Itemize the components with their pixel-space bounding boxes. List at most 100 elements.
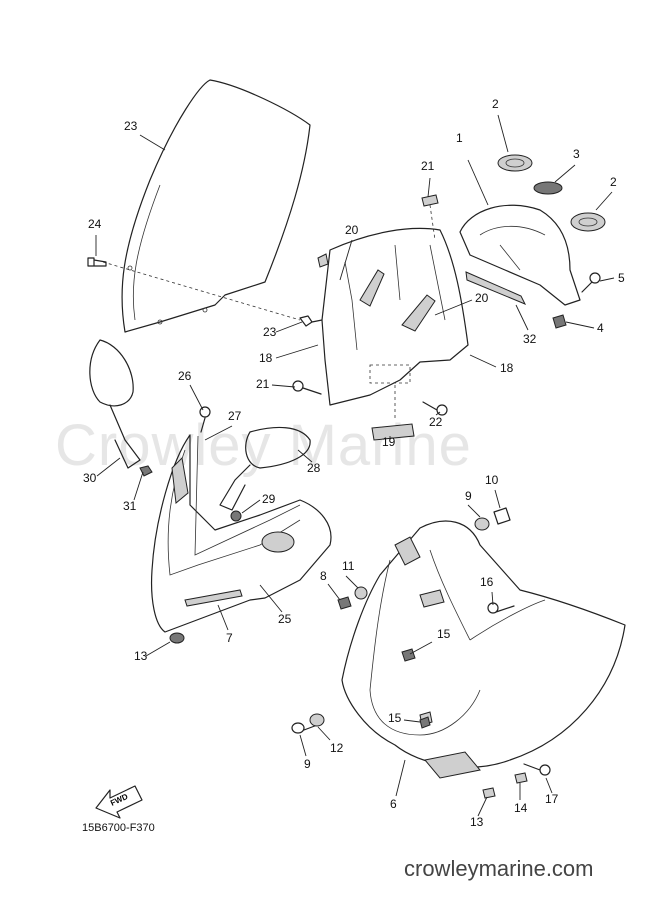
leader-line <box>434 299 473 316</box>
clip-4 <box>552 314 567 329</box>
screw-23-right <box>422 401 448 416</box>
callout-10: 10 <box>485 473 499 487</box>
leader-line <box>497 114 509 153</box>
callout-15: 15 <box>437 627 451 641</box>
leader-line <box>145 641 171 657</box>
callout-2: 2 <box>610 175 617 189</box>
leader-line <box>427 177 431 198</box>
callout-25: 25 <box>278 612 292 626</box>
callout-17: 17 <box>545 792 559 806</box>
clip-15-right <box>514 772 528 784</box>
callout-30: 30 <box>83 471 97 485</box>
leader-line <box>299 734 307 757</box>
callout-19: 19 <box>382 435 396 449</box>
leader-line <box>217 604 229 631</box>
leader-line <box>275 321 303 333</box>
callout-13: 13 <box>134 649 148 663</box>
callout-9: 9 <box>304 757 311 771</box>
drawing-code: 15B6700-F370 <box>82 822 155 834</box>
screw-24 <box>299 315 323 327</box>
pad-21 <box>317 253 329 268</box>
callout-26: 26 <box>178 369 192 383</box>
screw-18-upper <box>487 602 515 614</box>
mirror-right-30 <box>245 426 311 469</box>
leader-line <box>241 499 261 514</box>
upper-cowl-27 <box>150 434 332 633</box>
callout-1: 1 <box>456 131 463 145</box>
leader-line <box>189 384 204 411</box>
leader-line <box>545 777 553 794</box>
bracket-19 <box>321 227 469 406</box>
callout-3: 3 <box>573 147 580 161</box>
callout-32: 32 <box>523 332 537 346</box>
leader-lines <box>95 114 615 817</box>
leader-line <box>515 304 529 331</box>
callout-20: 20 <box>345 223 359 237</box>
leader-line <box>565 321 595 329</box>
callout-14: 14 <box>514 801 528 815</box>
callout-31: 31 <box>123 499 137 513</box>
callout-21: 21 <box>256 377 270 391</box>
callout-13: 13 <box>470 815 484 829</box>
leader-line <box>133 471 144 501</box>
strip-20 <box>371 423 415 441</box>
leader-line <box>494 489 501 509</box>
fwd-arrow-icon: FWD <box>95 785 143 819</box>
grommet-3 <box>533 181 563 195</box>
grommet-2-right <box>570 212 606 232</box>
leader-line <box>599 277 615 282</box>
callout-9: 9 <box>465 489 472 503</box>
callout-22: 22 <box>429 415 443 429</box>
leader-line <box>339 239 353 281</box>
leader-line <box>595 191 613 211</box>
clip-16 <box>419 716 431 729</box>
grommet-2-left <box>497 154 533 172</box>
screw-26 <box>87 257 107 267</box>
callout-24: 24 <box>88 217 102 231</box>
callout-28: 28 <box>307 461 321 475</box>
screw-18-lower <box>523 763 551 776</box>
callout-11: 11 <box>342 559 355 573</box>
callout-labels: 1223456789910111213131415151617181819202… <box>83 97 625 829</box>
leader-line <box>435 411 441 416</box>
callout-18: 18 <box>500 361 514 375</box>
leader-line <box>275 344 319 359</box>
leader-line <box>345 575 359 589</box>
callout-27: 27 <box>228 409 242 423</box>
leader-line <box>271 384 296 388</box>
fwd-label: FWD <box>109 792 130 808</box>
nut-8 <box>337 596 352 610</box>
screw-28 <box>199 406 211 433</box>
leader-line <box>317 726 331 741</box>
leader-line <box>204 425 233 441</box>
grommet-10 <box>474 517 490 531</box>
clip-15-left <box>482 787 496 799</box>
leader-line <box>409 641 433 655</box>
damper-12 <box>354 586 368 600</box>
callout-4: 4 <box>597 321 604 335</box>
leader-line <box>554 164 576 183</box>
leader-line <box>96 457 121 477</box>
leader-line <box>469 354 497 368</box>
callout-15: 15 <box>388 711 402 725</box>
callout-12: 12 <box>330 741 344 755</box>
leader-line <box>259 584 283 613</box>
screw-23-left <box>292 380 322 395</box>
collar-11 <box>493 507 511 525</box>
screw-5 <box>581 272 601 293</box>
leader-line <box>395 759 406 797</box>
windscreen-part <box>121 79 311 333</box>
clip-17 <box>401 648 416 662</box>
lower-cowl-6 <box>341 520 626 768</box>
callout-2: 2 <box>492 97 499 111</box>
leader-line <box>327 583 341 601</box>
callout-23: 23 <box>124 119 138 133</box>
nut-14 <box>169 632 185 644</box>
callout-18: 18 <box>259 351 273 365</box>
inner-panel-1 <box>459 204 581 306</box>
site-url: crowleymarine.com <box>404 856 594 881</box>
callout-23: 23 <box>263 325 277 339</box>
callout-5: 5 <box>618 271 625 285</box>
callout-21: 21 <box>421 159 435 173</box>
